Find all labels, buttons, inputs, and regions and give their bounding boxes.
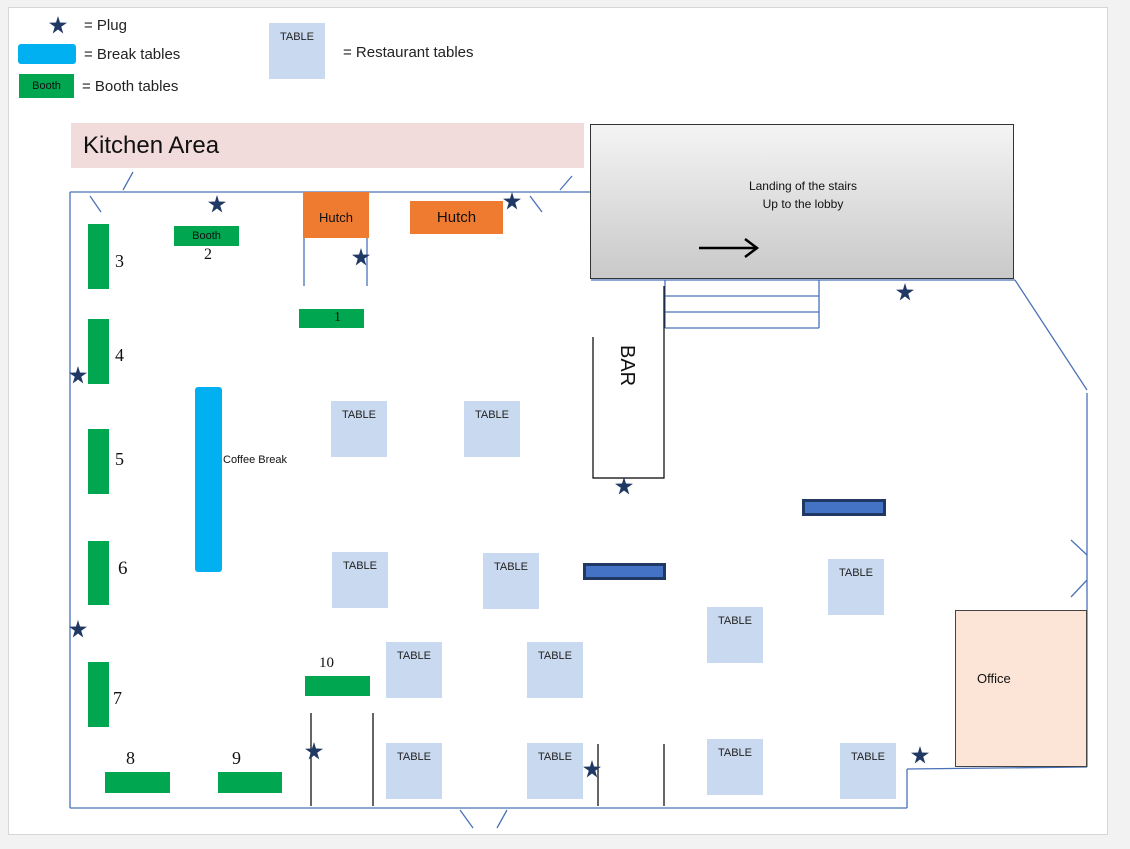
landing-line-1: Landing of the stairs (748, 179, 858, 193)
arrow-right-icon (699, 238, 760, 258)
restaurant-table: TABLE (527, 642, 583, 698)
plug-star-icon (896, 283, 914, 301)
dark-bar-table-1 (802, 499, 886, 516)
booth-8 (105, 772, 170, 793)
restaurant-table: TABLE (527, 743, 583, 799)
coffee-break-table (195, 387, 222, 572)
coffee-break-label: Coffee Break (223, 454, 288, 466)
booth-number-6: 6 (118, 558, 128, 579)
bar-label: BAR (616, 345, 638, 387)
restaurant-table: TABLE (483, 553, 539, 609)
legend-plug-text: = Plug (84, 17, 127, 34)
restaurant-table: TABLE (332, 552, 388, 608)
legend-restaurant-table-swatch: TABLE (269, 23, 325, 79)
plug-star-icon (615, 477, 633, 495)
booth-number-7: 7 (113, 688, 122, 708)
restaurant-table: TABLE (840, 743, 896, 799)
booth-3 (88, 224, 109, 289)
booth-number-9: 9 (232, 748, 241, 768)
booth-number-1: 1 (334, 310, 341, 325)
legend-plug-star-icon (49, 16, 67, 34)
plug-star-icon (208, 195, 226, 213)
restaurant-table: TABLE (828, 559, 884, 615)
kitchen-area-label: Kitchen Area (83, 132, 220, 159)
plug-star-icon (69, 620, 87, 638)
legend-booth-tables-text: = Booth tables (82, 78, 179, 95)
restaurant-table: TABLE (707, 607, 763, 663)
legend-booth-swatch: Booth (19, 74, 74, 98)
booth-7 (88, 662, 109, 727)
booth-number-2: 2 (204, 246, 212, 263)
booth-9 (218, 772, 282, 793)
booth-2: Booth (174, 226, 239, 246)
restaurant-table: TABLE (386, 642, 442, 698)
booth-6 (88, 541, 109, 605)
hutch-1: Hutch (303, 192, 369, 238)
booth-number-8: 8 (126, 748, 135, 768)
kitchen-area: Kitchen Area (71, 123, 584, 168)
restaurant-table: TABLE (707, 739, 763, 795)
restaurant-table: TABLE (464, 401, 520, 457)
legend-break-tables-text: = Break tables (84, 46, 181, 63)
office-label: Office (977, 671, 1011, 686)
plug-star-icon (911, 746, 929, 764)
booth-10 (305, 676, 370, 696)
landing-line-2: Up to the lobby (762, 197, 844, 211)
legend-break-table-swatch (18, 44, 76, 64)
stairs-landing: Landing of the stairs Up to the lobby (590, 124, 1014, 279)
booth-number-10: 10 (319, 655, 334, 671)
legend-restaurant-tables-text: = Restaurant tables (343, 44, 474, 61)
dark-bar-table-2 (583, 563, 666, 580)
booth-number-4: 4 (115, 345, 124, 365)
plug-star-icon (583, 760, 601, 778)
booth-number-5: 5 (115, 449, 124, 469)
plug-star-icon (352, 248, 370, 266)
hutch-2: Hutch (410, 201, 503, 234)
restaurant-table: TABLE (386, 743, 442, 799)
booth-4 (88, 319, 109, 384)
office: Office (955, 610, 1087, 767)
booth-number-3: 3 (115, 251, 124, 271)
plug-star-icon (69, 366, 87, 384)
plug-star-icon (305, 742, 323, 760)
restaurant-table: TABLE (331, 401, 387, 457)
plug-star-icon (503, 192, 521, 210)
booth-1 (299, 309, 364, 328)
booth-5 (88, 429, 109, 494)
